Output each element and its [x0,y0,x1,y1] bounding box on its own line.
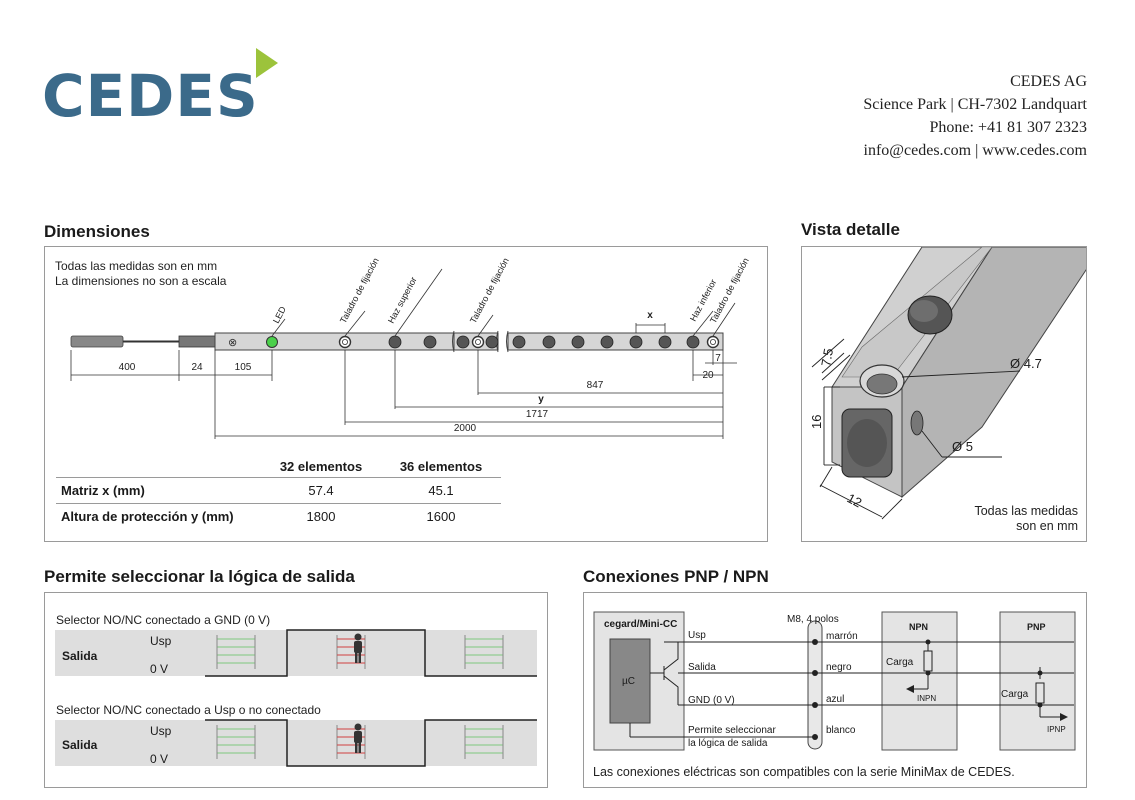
company-address: Science Park | CH-7302 Landquart [863,96,1087,113]
callout-taladro-1: Taladro de fijación [338,256,381,325]
logic-usp-1: Usp [150,634,172,648]
connections-footer: Las conexiones eléctricas son compatible… [593,765,1015,779]
dim-847: 847 [587,380,604,391]
npn-carga: Carga [886,657,914,668]
dim-400: 400 [119,362,136,373]
dim-20: 20 [702,370,714,381]
signal-gnd: GND (0 V) [688,695,735,706]
callout-led: LED [271,304,288,325]
logic-caption-2: Selector NO/NC conectado a Usp o no cone… [56,703,321,717]
logo-triangle-icon [256,48,278,78]
logic-0v-1: 0 V [150,662,168,676]
detail-note-1: Todas las medidas [974,504,1078,518]
wire-negro: negro [826,662,852,673]
pnp-label: PNP [1027,622,1046,632]
pnp-carga: Carga [1001,689,1029,700]
logic-usp-2: Usp [150,724,172,738]
detail-note: Todas las medidas son en mm [974,504,1078,534]
logic-caption-1: Selector NO/NC conectado a GND (0 V) [56,613,271,627]
wire-blanco: blanco [826,725,856,736]
logic-0v-2: 0 V [150,752,168,766]
dim-y: y [538,394,544,405]
row-value: 1600 [381,503,501,529]
person-icon [354,633,362,753]
dimensions-drawing: ⊗ [70,256,751,439]
detail-dia-5: Ø 5 [952,439,973,454]
detail-drawing: 7.5 16 12 Ø 4.7 Ø 5 [809,247,1086,520]
wiring-diagram: cegard/Mini-CC µC M8, 4 polos Usp Salida… [593,611,1076,751]
row-value: 57.4 [261,477,381,504]
dim-2000: 2000 [454,423,477,434]
detail-title: Vista detalle [801,220,900,239]
uc-label: µC [622,676,635,687]
signal-select-extra: la lógica de salida [688,738,768,749]
dimensions-title: Dimensiones [44,222,150,241]
logo-text: CEDES [42,62,259,130]
row-value: 45.1 [381,477,501,504]
logic-title: Permite seleccionar la lógica de salida [44,567,355,586]
company-web: info@cedes.com | www.cedes.com [863,142,1088,159]
dimensions-box: Todas las medidas son en mm La dimension… [44,246,768,542]
wire-marron: marrón [826,631,858,642]
pnp-current: IPNP [1047,725,1066,734]
dim-105: 105 [235,362,252,373]
detail-dim-12: 12 [845,490,865,510]
dim-24: 24 [191,362,203,373]
company-phone: Phone: +41 81 307 2323 [929,119,1087,136]
dim-1717: 1717 [526,409,549,420]
contact-block: CEDES AG Science Park | CH-7302 Landquar… [863,70,1087,162]
connector-label: M8, 4 polos [787,614,839,625]
callout-taladro-3: Taladro de fijación [708,256,751,325]
logic-label-1: Salida [62,649,98,663]
npn-label: NPN [909,622,928,632]
detail-dia-47: Ø 4.7 [1010,356,1042,371]
row-label: Matriz x (mm) [56,477,261,504]
table-row: Altura de protección y (mm) 1800 1600 [56,503,501,529]
connections-title: Conexiones PNP / NPN [583,567,769,586]
logic-timing-drawing: Salida Usp 0 V Salida Usp 0 V [55,629,537,767]
company-name: CEDES AG [1010,73,1087,90]
device-label: cegard/Mini-CC [604,619,677,630]
npn-current: INPN [917,694,936,703]
dim-7: 7 [715,353,721,364]
wire-azul: azul [826,694,844,705]
dimensions-note-1: Todas las medidas son en mm [55,259,218,273]
callout-haz-superior: Haz superior [386,275,419,325]
signal-select: Permite seleccionar [688,725,776,736]
detail-box: 7.5 16 12 Ø 4.7 Ø 5 Todas las medidas so… [801,246,1087,542]
logic-label-2: Salida [62,738,98,752]
detail-note-2: son en mm [1016,519,1078,533]
table-row: Matriz x (mm) 57.4 45.1 [56,477,501,504]
table-header-36: 36 elementos [399,459,483,474]
detail-dim-16: 16 [809,415,824,429]
cedes-logo: CEDES [42,48,282,128]
connections-box: cegard/Mini-CC µC M8, 4 polos Usp Salida… [583,592,1087,788]
row-label: Altura de protección y (mm) [56,503,261,529]
detail-dim-75: 7.5 [818,347,836,367]
dimensions-note-2: La dimensiones no son a escala [55,274,227,288]
dim-x: x [647,310,653,321]
dimensions-table: 32 elementos 36 elementos Matriz x (mm) … [56,455,501,529]
signal-usp: Usp [688,630,706,641]
logic-box: Selector NO/NC conectado a GND (0 V) Sel… [44,592,548,788]
callout-taladro-2: Taladro de fijación [468,256,511,325]
row-value: 1800 [261,503,381,529]
table-header-32: 32 elementos [279,459,363,474]
mount-x-mark: ⊗ [228,337,237,349]
signal-salida: Salida [688,662,716,673]
